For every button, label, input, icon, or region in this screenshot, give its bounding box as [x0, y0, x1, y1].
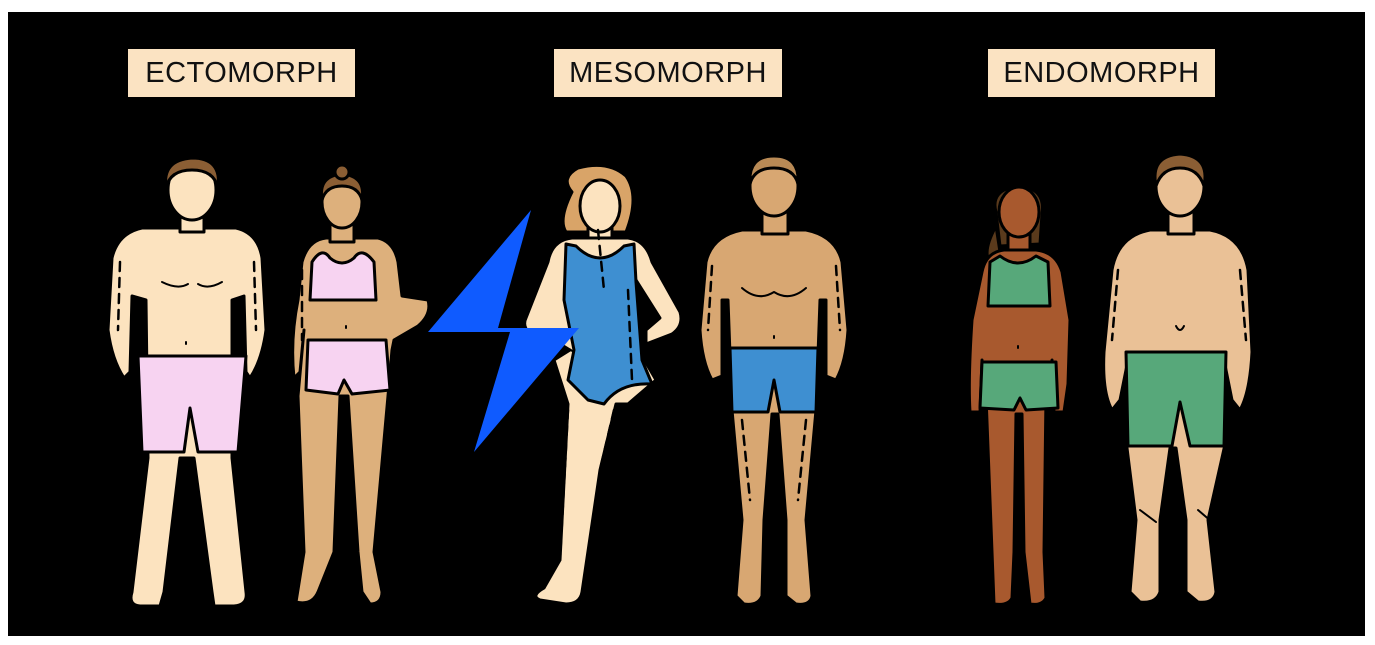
mesomorph-male-figure — [700, 156, 848, 604]
endomorph-female-figure — [969, 186, 1070, 604]
mesomorph-female-figure — [525, 165, 681, 604]
ectomorph-male-figure — [108, 158, 266, 606]
ectomorph-female-figure — [293, 165, 429, 604]
endomorph-male-figure — [1104, 154, 1252, 602]
